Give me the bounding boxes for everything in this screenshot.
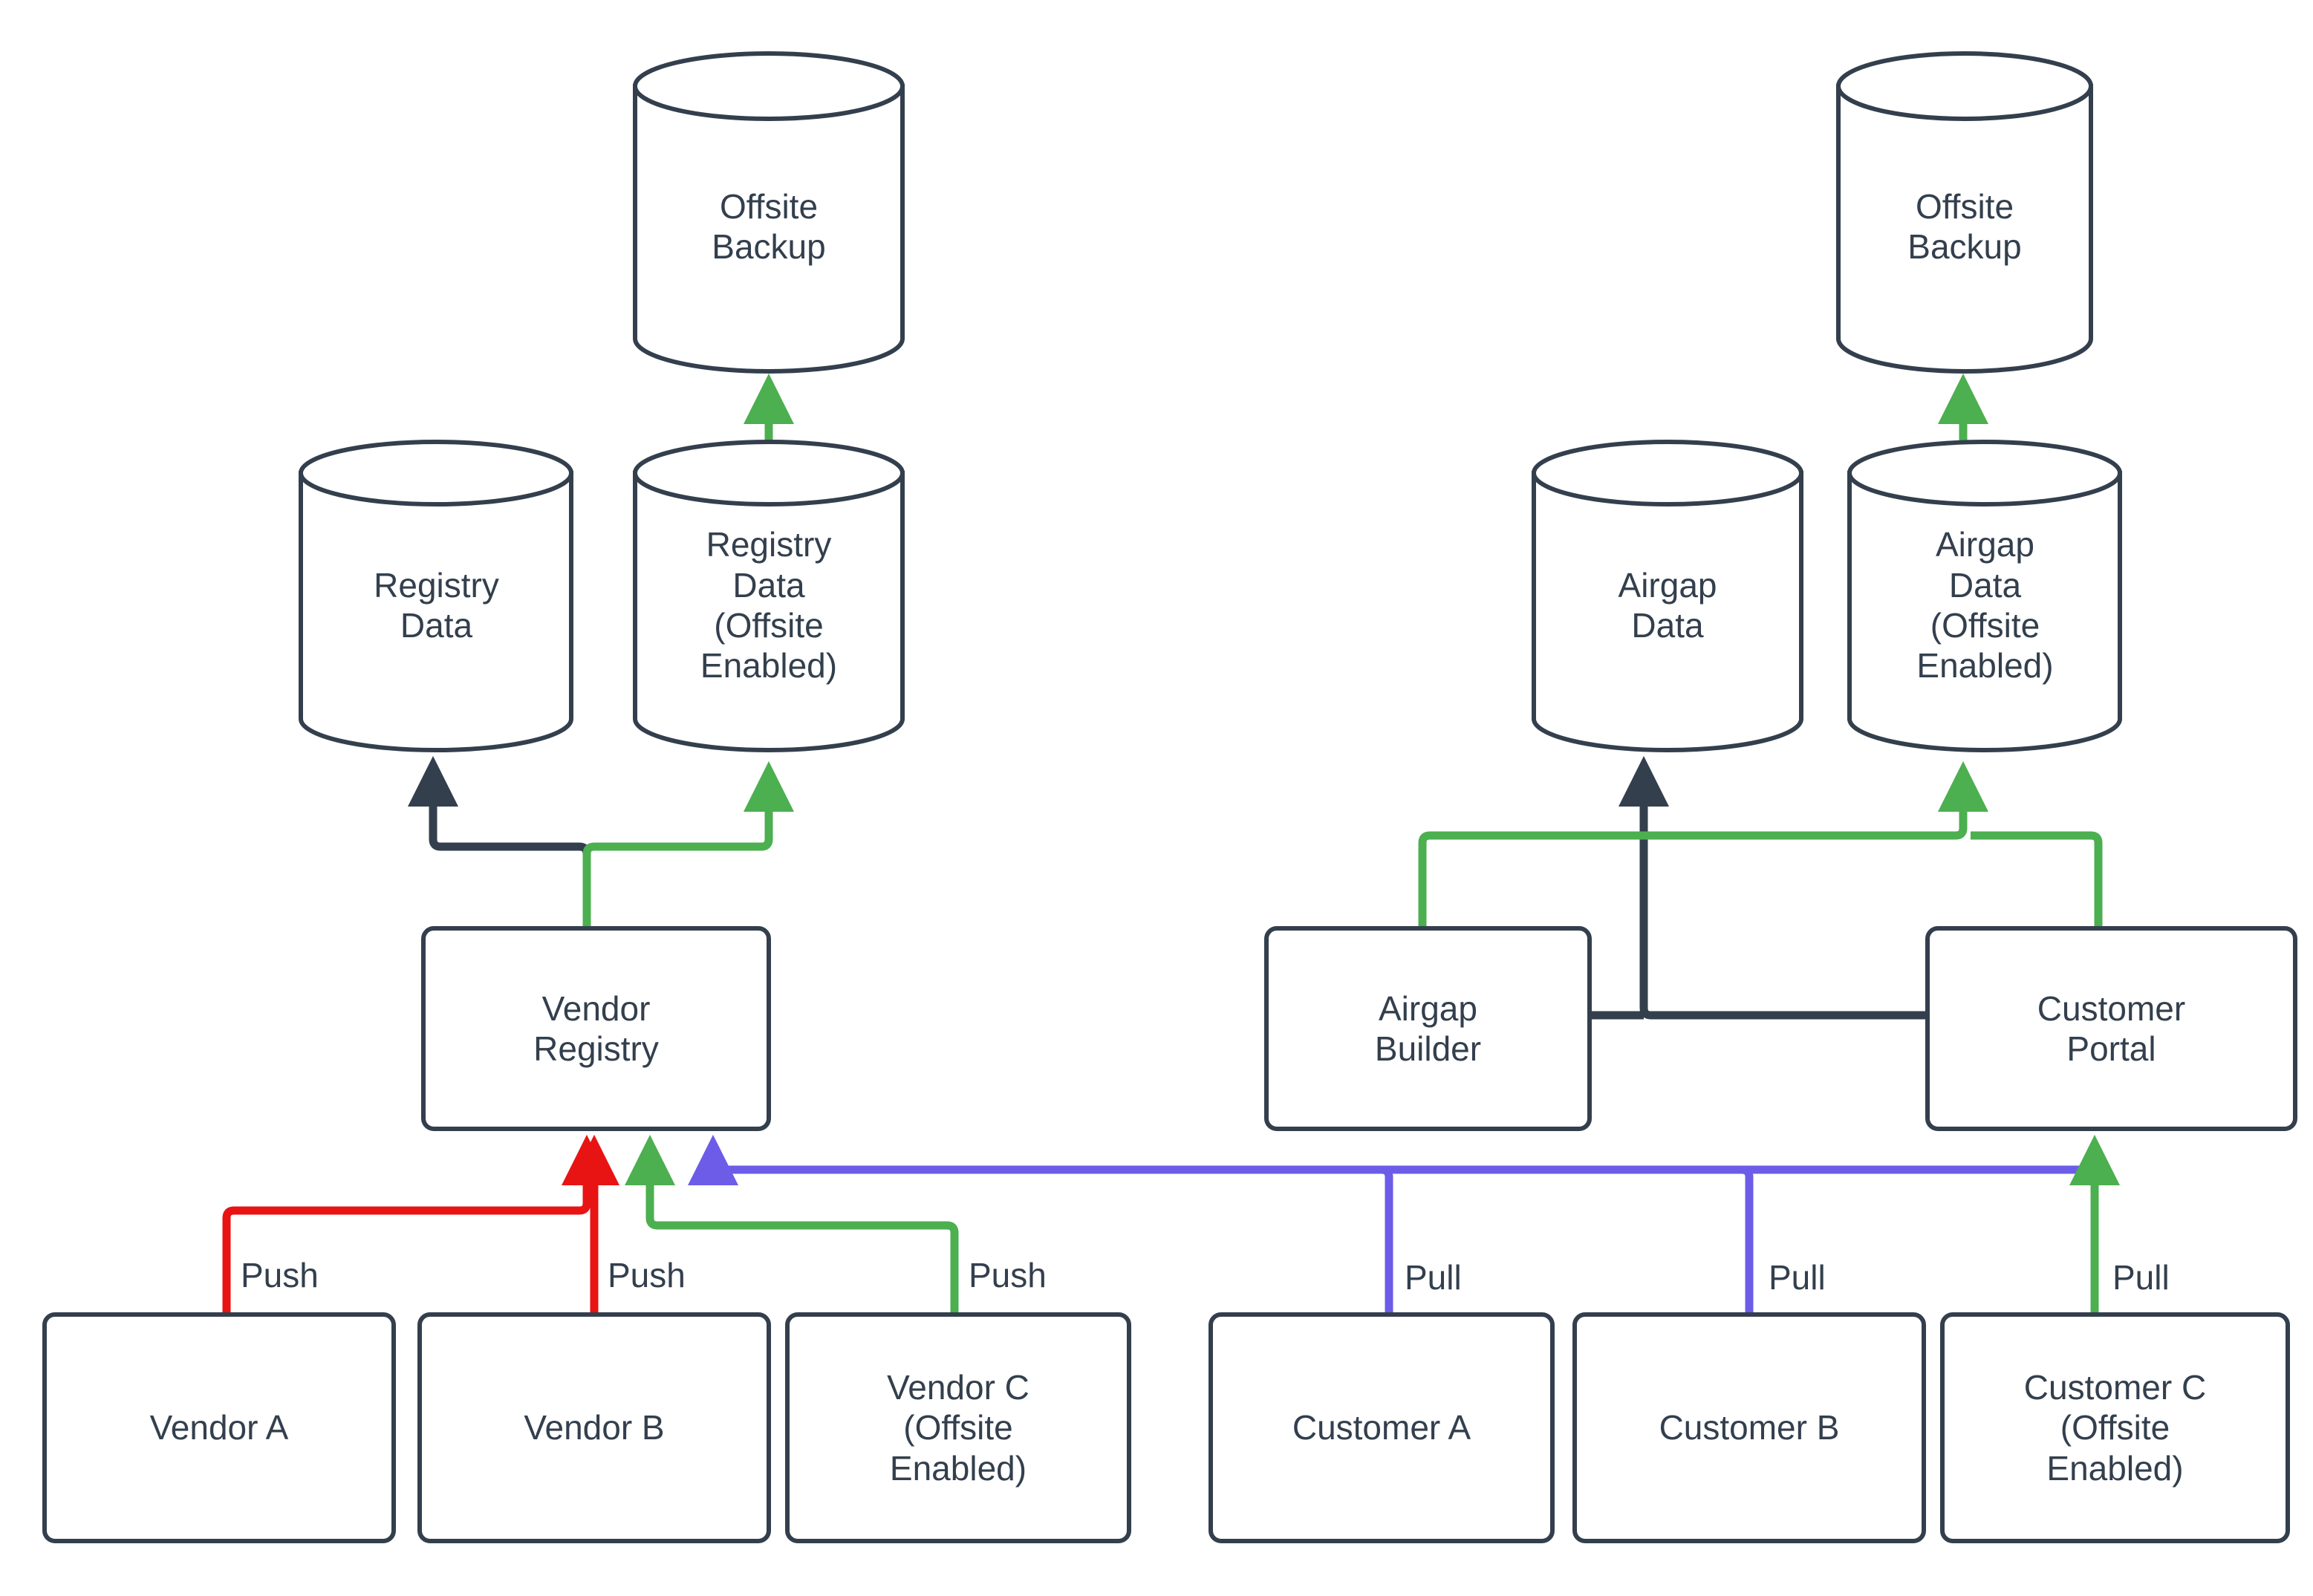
edge-vendor-c-push <box>624 1134 959 1315</box>
node-shape-customer-portal[interactable] <box>1925 926 2297 1131</box>
edge-customer-portal-to-airgap-data <box>1618 755 1928 1020</box>
node-shape-vendor-b[interactable] <box>417 1312 771 1543</box>
node-shape-vendor-registry[interactable] <box>421 926 771 1131</box>
edge-label-pull-customer-b: Pull <box>1764 1257 1830 1297</box>
edge-label-pull-customer-a: Pull <box>1400 1257 1466 1297</box>
node-shape-airgap-builder[interactable] <box>1264 926 1592 1131</box>
node-shape-vendor-c[interactable] <box>785 1312 1131 1543</box>
node-shape-vendor-a[interactable] <box>42 1312 396 1543</box>
edge-vendor-registry-to-registry-offsite <box>582 760 795 928</box>
edge-airgap-builder-to-airgap-offsite <box>1418 760 1989 928</box>
node-shape-customer-a[interactable] <box>1208 1312 1555 1543</box>
node-shape-registry-data-offsite[interactable] <box>633 440 905 752</box>
edge-label-pull-customer-c: Pull <box>2108 1257 2174 1297</box>
edge-label-push-vendor-a: Push <box>236 1255 323 1295</box>
node-shape-offsite-backup-right[interactable] <box>1836 51 2093 374</box>
edge-customer-b-pull <box>720 1165 1754 1315</box>
node-shape-registry-data[interactable] <box>299 440 573 752</box>
node-shape-customer-b[interactable] <box>1572 1312 1926 1543</box>
edge-label-push-vendor-c: Push <box>964 1255 1051 1295</box>
edge-label-push-vendor-b: Push <box>603 1255 690 1295</box>
node-shape-airgap-data-offsite[interactable] <box>1847 440 2122 752</box>
edge-vendor-a-push <box>222 1134 613 1315</box>
edge-purple-trunk <box>1389 1165 2099 1178</box>
node-shape-customer-c[interactable] <box>1940 1312 2290 1543</box>
edge-vendor-registry-to-registry-data <box>407 755 591 928</box>
edge-customer-portal-to-airgap-offsite <box>1971 831 2103 928</box>
node-shape-offsite-backup-left[interactable] <box>633 51 905 374</box>
node-shape-airgap-data[interactable] <box>1532 440 1803 752</box>
